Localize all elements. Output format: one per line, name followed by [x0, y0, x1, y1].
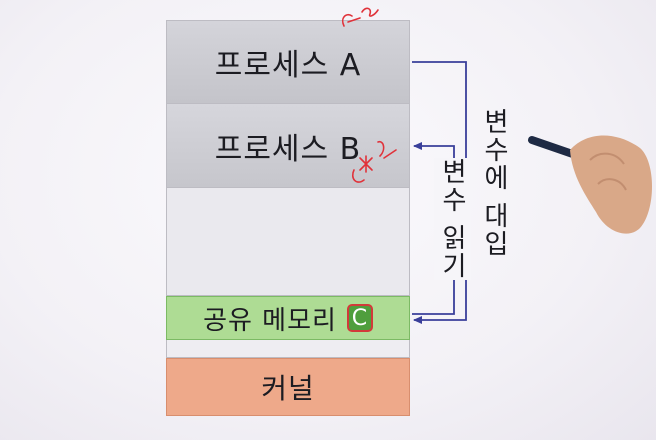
unused-memory-region — [166, 188, 410, 296]
process-a-label: 프로세스 A — [214, 48, 362, 83]
handwritten-annotation-top — [341, 7, 379, 27]
write-arrow-label: 변수에 대입 — [479, 108, 509, 259]
process-a-block: 프로세스 A — [166, 20, 410, 104]
presenter-hand-image — [528, 135, 652, 234]
shared-variable-badge: C — [346, 304, 373, 332]
kernel-label: 커널 — [261, 372, 315, 405]
shared-memory-label: 공유 메모리 — [203, 305, 337, 336]
handwritten-annotation-b — [351, 140, 397, 183]
read-arrow-label: 변수 읽기 — [434, 158, 471, 281]
shared-memory-block: 공유 메모리 C — [166, 296, 410, 340]
process-b-block: 프로세스 B — [166, 104, 410, 188]
memory-gap-region — [166, 340, 410, 358]
process-b-label: 프로세스 B — [214, 131, 362, 167]
kernel-block: 커널 — [166, 358, 410, 416]
